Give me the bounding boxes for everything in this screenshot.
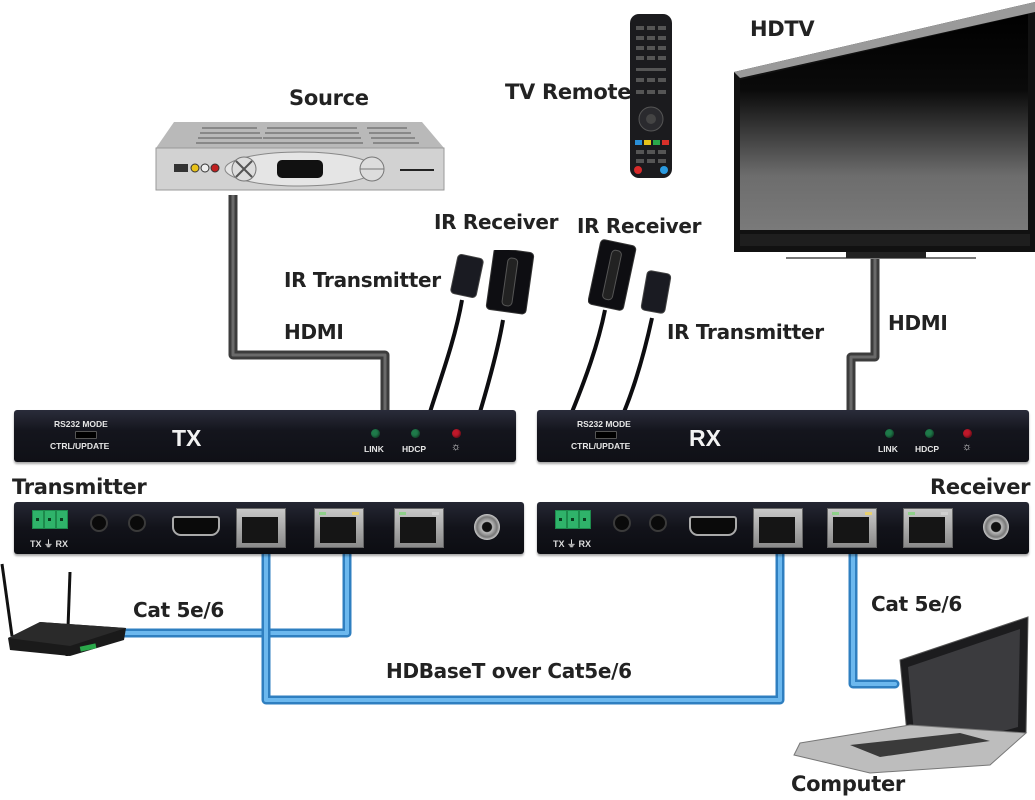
ir-in-jack[interactable]: [90, 514, 108, 532]
rx-link-label: LINK: [878, 444, 898, 454]
rx-rear-panel: TX ⏚ RX: [537, 502, 1029, 554]
tx-hdcp-label: HDCP: [402, 444, 427, 454]
ir-transmitter-head-rx: [640, 270, 672, 314]
tv-remote-device: [630, 14, 672, 178]
ir-devices-tx: [450, 250, 535, 315]
tx-front-panel: RS232 MODE CTRL/UPDATE TX LINK HDCP ☼: [14, 410, 516, 462]
lan-rj45-port[interactable]: [314, 508, 364, 548]
ir-devices-rx: [588, 239, 672, 314]
cat-label-router: Cat 5e/6: [133, 598, 224, 622]
ir-receiver-cable-rx: [570, 309, 607, 413]
ir-out-jack[interactable]: [649, 514, 667, 532]
ir-transmitter-cable-rx: [622, 317, 654, 413]
computer-label: Computer: [791, 772, 905, 796]
hdmi-port[interactable]: [689, 516, 737, 536]
router-device: [0, 563, 126, 657]
rs232-terminal-pin: [56, 510, 68, 529]
ir-receiver-cable-tx: [478, 319, 505, 413]
tv-remote-label: TV Remote: [505, 80, 632, 104]
rs232-terminal-pin: [555, 510, 567, 529]
transmitter-label: Transmitter: [12, 475, 147, 499]
rx-ctrl-update-label: CTRL/UPDATE: [571, 441, 631, 451]
hdbaset-label: HDBaseT over Cat5e/6: [386, 659, 632, 683]
tx-link-label: LINK: [364, 444, 384, 454]
hdmi-cable-rx: [846, 258, 880, 412]
lan-rj45-port[interactable]: [827, 508, 877, 548]
lan-rj45-port-2[interactable]: [394, 508, 444, 548]
hdmi-port[interactable]: [172, 516, 220, 536]
rx-link-led: [885, 429, 894, 438]
source-label: Source: [289, 86, 369, 110]
rx-unit-label: RX: [689, 425, 721, 451]
ir-receiver-head-tx: [485, 250, 535, 315]
hdbaset-rj45-port[interactable]: [236, 508, 286, 548]
rx-hdcp-label: HDCP: [915, 444, 940, 454]
computer-device: [793, 616, 1029, 774]
rx-rs232-mode-label: RS232 MODE: [577, 419, 631, 429]
hdmi-label-rx: HDMI: [888, 311, 948, 335]
tx-mode-switch[interactable]: [75, 431, 97, 439]
dc-power-jack[interactable]: [983, 514, 1009, 540]
rs232-terminal-pin: [579, 510, 591, 529]
tx-rs232-mode-label: RS232 MODE: [54, 419, 108, 429]
ir-transmitter-label-rx: IR Transmitter: [667, 320, 824, 344]
ir-out-jack[interactable]: [128, 514, 146, 532]
rs232-terminal-pin: [567, 510, 579, 529]
receiver-label: Receiver: [930, 475, 1031, 499]
source-device: [155, 122, 445, 191]
rx-terminal-label: TX ⏚ RX: [553, 539, 592, 549]
ir-in-jack[interactable]: [613, 514, 631, 532]
rs232-terminal-pin: [32, 510, 44, 529]
tx-rear-panel: TX ⏚ RX: [14, 502, 524, 554]
rx-mode-switch[interactable]: [595, 431, 617, 439]
ir-transmitter-label-tx: IR Transmitter: [284, 268, 441, 292]
sun-icon: ☼: [962, 441, 973, 453]
lan-rj45-port-2[interactable]: [903, 508, 953, 548]
hdbaset-rj45-port[interactable]: [753, 508, 803, 548]
tx-ctrl-update-label: CTRL/UPDATE: [50, 441, 110, 451]
tx-unit-label: TX: [172, 425, 202, 451]
ir-transmitter-cable-tx: [428, 299, 464, 413]
ir-receiver-head-rx: [588, 239, 637, 311]
rx-power-led: [963, 429, 972, 438]
rx-hdcp-led: [925, 429, 934, 438]
sun-icon: ☼: [451, 441, 462, 453]
hdtv-label: HDTV: [750, 17, 815, 41]
tx-terminal-label: TX ⏚ RX: [30, 539, 69, 549]
ir-receiver-label-rx: IR Receiver: [577, 214, 702, 238]
hdtv-device: [734, 2, 1035, 259]
tx-hdcp-led: [411, 429, 420, 438]
rs232-terminal-pin: [44, 510, 56, 529]
ir-transmitter-head-tx: [450, 253, 484, 299]
tx-power-led: [452, 429, 461, 438]
tx-link-led: [371, 429, 380, 438]
cat-label-computer: Cat 5e/6: [871, 592, 962, 616]
hdmi-cable-tx: [228, 195, 390, 412]
ir-receiver-label-tx: IR Receiver: [434, 210, 559, 234]
hdmi-label-tx: HDMI: [284, 320, 344, 344]
dc-power-jack[interactable]: [474, 514, 500, 540]
rx-front-panel: RS232 MODE CTRL/UPDATE RX LINK HDCP ☼: [537, 410, 1029, 462]
